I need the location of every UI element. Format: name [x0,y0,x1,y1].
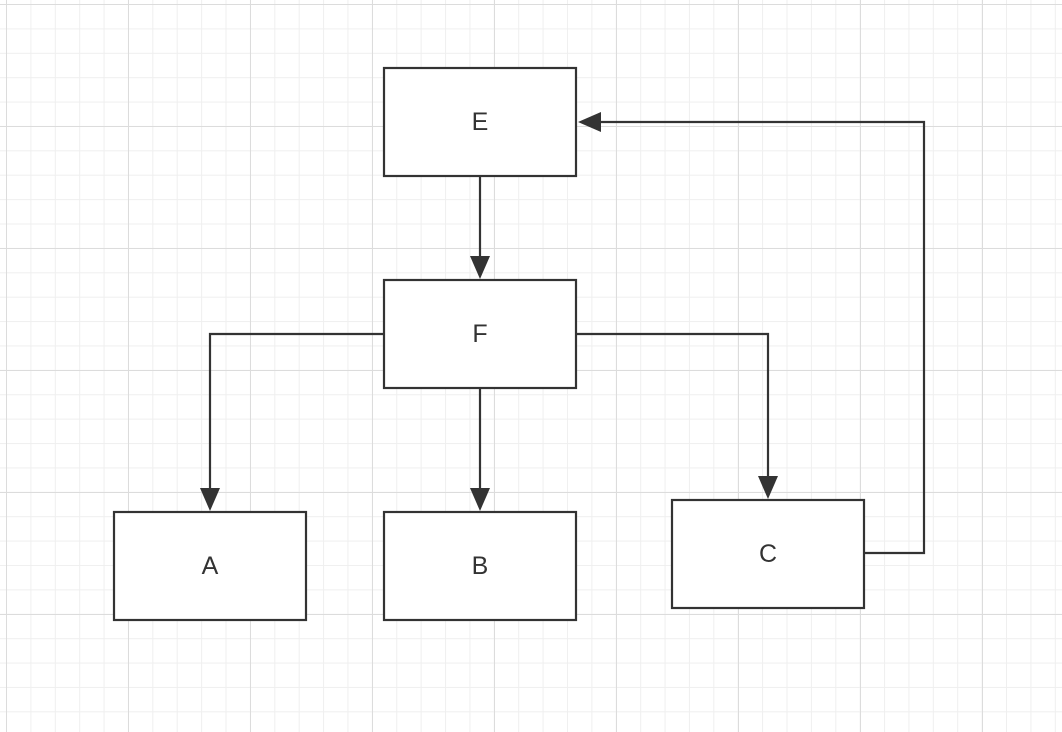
node-b-box [382,510,578,622]
node-c[interactable]: C [670,498,866,610]
node-a-box [112,510,308,622]
node-e-box [382,66,578,178]
node-c-box [670,498,866,610]
node-b-label: B [472,552,489,580]
node-f-box [382,278,578,390]
node-f[interactable]: F [382,278,578,390]
edge-c-to-e [578,112,926,555]
edge-e-to-f [470,176,490,279]
node-a-label: A [202,552,219,580]
node-e-label: E [472,108,489,136]
edge-f-to-b [470,388,490,511]
node-e[interactable]: E [382,66,578,178]
node-f-label: F [472,320,487,348]
node-c-label: C [759,540,777,568]
edge-f-to-a [200,332,384,511]
node-a[interactable]: A [112,510,308,622]
edge-f-to-c [576,332,778,499]
node-b[interactable]: B [382,510,578,622]
